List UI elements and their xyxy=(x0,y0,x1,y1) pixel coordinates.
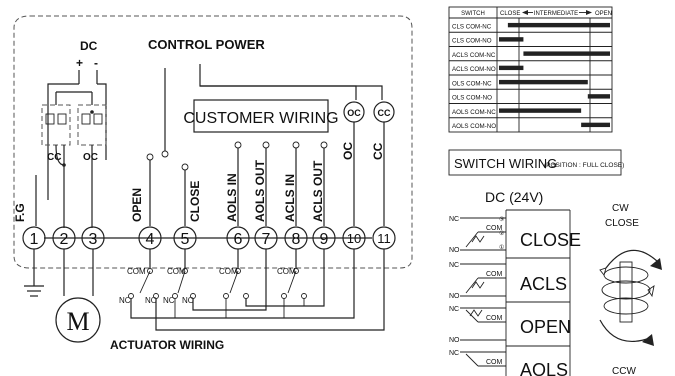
svg-text:NO: NO xyxy=(182,296,194,305)
cam-rotation-illustration xyxy=(599,249,662,346)
motor-label: M xyxy=(66,307,89,336)
terminal-label-oc: OC xyxy=(341,142,355,160)
table-row-bar xyxy=(499,65,524,71)
table-row-bar xyxy=(499,79,588,85)
svg-text:NC: NC xyxy=(449,350,459,357)
svg-text:COM: COM xyxy=(486,315,503,322)
table-row-bar xyxy=(507,22,610,28)
svg-text:9: 9 xyxy=(320,231,329,248)
svg-text:COM: COM xyxy=(486,271,503,278)
table-header-intermediate: INTERMEDIATE xyxy=(534,11,578,17)
motor-symbol xyxy=(55,297,101,343)
switch-wiring-dc-label: DC (24V) xyxy=(485,189,543,205)
svg-text:①: ① xyxy=(499,244,504,251)
switch-group-aols: AOLS xyxy=(520,360,568,376)
svg-text:10: 10 xyxy=(347,231,361,246)
ccw-label: CCW xyxy=(612,366,636,376)
oc-coil-label: OC xyxy=(347,108,361,118)
switch-nc-label: NC xyxy=(119,296,131,305)
svg-text:COM: COM xyxy=(167,267,186,276)
table-row-label: OLS COM-NC xyxy=(452,80,492,87)
svg-text:NO: NO xyxy=(449,337,460,344)
svg-text:COM: COM xyxy=(486,359,503,366)
actuator-wiring-label: ACTUATOR WIRING xyxy=(110,338,224,352)
table-row-label: CLS COM-NC xyxy=(452,23,492,30)
svg-text:4: 4 xyxy=(146,231,155,248)
cc-coil-label: CC xyxy=(378,108,391,118)
switch-table: SWITCH CLOSE INTERMEDIATE OPEN CLS COM-N… xyxy=(448,6,613,133)
svg-text:②: ② xyxy=(499,230,504,237)
terminal-label-aols-out: AOLS OUT xyxy=(253,159,267,222)
svg-text:5: 5 xyxy=(181,231,190,248)
svg-text:③: ③ xyxy=(499,216,504,223)
table-row-bar xyxy=(523,51,610,56)
switch-com-label: COM xyxy=(127,267,146,276)
svg-text:COM: COM xyxy=(219,267,238,276)
terminal-label-acls-in: ACLS IN xyxy=(283,174,297,222)
table-row-bar xyxy=(587,94,610,99)
table-header-close: CLOSE xyxy=(500,11,520,17)
switch-wiring-panel: SWITCH WIRING (POSITION : FULL CLOSE) DC… xyxy=(448,149,662,376)
cc-relay-box xyxy=(41,104,71,146)
svg-text:11: 11 xyxy=(377,231,391,246)
svg-text:7: 7 xyxy=(262,231,271,248)
switch-group-acls: ACLS xyxy=(520,274,567,294)
customer-wiring-label: CUSTOMER WIRING xyxy=(183,110,338,127)
limit-switch-row: COM NC NO COM NC NO COM COM xyxy=(119,249,385,331)
svg-text:1: 1 xyxy=(30,231,39,248)
terminal-label-aols-in: AOLS IN xyxy=(225,173,239,222)
switch-wiring-title: SWITCH WIRING xyxy=(454,156,557,171)
terminal-label-open: OPEN xyxy=(130,188,144,222)
terminal-label-close: CLOSE xyxy=(188,181,202,222)
fg-label: F.G xyxy=(13,203,27,222)
switch-contacts: NC COM NO NC COM NO NC COM NO NC xyxy=(449,216,506,367)
dc-minus-sign: - xyxy=(94,56,98,70)
svg-text:2: 2 xyxy=(60,231,69,248)
svg-text:6: 6 xyxy=(234,231,243,248)
table-row-bar xyxy=(499,37,524,42)
table-row-label: CLS COM-NO xyxy=(452,38,492,45)
switch-no-label: NO xyxy=(145,296,157,305)
svg-text:3: 3 xyxy=(89,231,98,248)
customer-wiring-box xyxy=(193,99,329,133)
dc-plus-sign: + xyxy=(76,56,83,70)
table-row-bar xyxy=(499,108,582,113)
table-header-open: OPEN xyxy=(595,11,612,17)
table-row-label: AOLS COM-NC xyxy=(452,109,496,116)
svg-text:COM: COM xyxy=(486,225,503,232)
table-row-label: ACLS COM-NO xyxy=(452,66,496,73)
table-row-bar xyxy=(581,122,610,128)
switch-group-close: CLOSE xyxy=(520,230,581,250)
table-header-switch: SWITCH xyxy=(461,11,485,17)
control-power-label: CONTROL POWER xyxy=(148,37,265,52)
cw-close-label: CLOSE xyxy=(605,218,639,229)
switch-wiring-position-note: (POSITION : FULL CLOSE) xyxy=(544,162,624,169)
oc-relay-label: OC xyxy=(83,152,98,163)
svg-text:NC: NC xyxy=(449,262,459,269)
table-row-label: ACLS COM-NC xyxy=(452,52,496,59)
svg-text:NC: NC xyxy=(449,306,459,313)
terminal-label-acls-out: ACLS OUT xyxy=(311,160,325,222)
switch-wiring-title-box xyxy=(448,149,622,176)
svg-text:8: 8 xyxy=(292,231,301,248)
table-row-label: OLS COM-NO xyxy=(452,95,492,102)
svg-text:NC: NC xyxy=(449,216,459,223)
svg-text:COM: COM xyxy=(277,267,296,276)
terminal-label-cc: CC xyxy=(371,142,385,160)
cc-relay-label: CC xyxy=(47,152,61,163)
cw-label: CW xyxy=(612,203,629,214)
dc-label: DC xyxy=(80,39,98,53)
svg-text:NO: NO xyxy=(449,247,460,254)
switch-group-open: OPEN xyxy=(520,317,571,337)
svg-text:NO: NO xyxy=(449,293,460,300)
table-row-label: AOLS COM-NO xyxy=(452,123,496,130)
svg-text:NC: NC xyxy=(163,296,175,305)
